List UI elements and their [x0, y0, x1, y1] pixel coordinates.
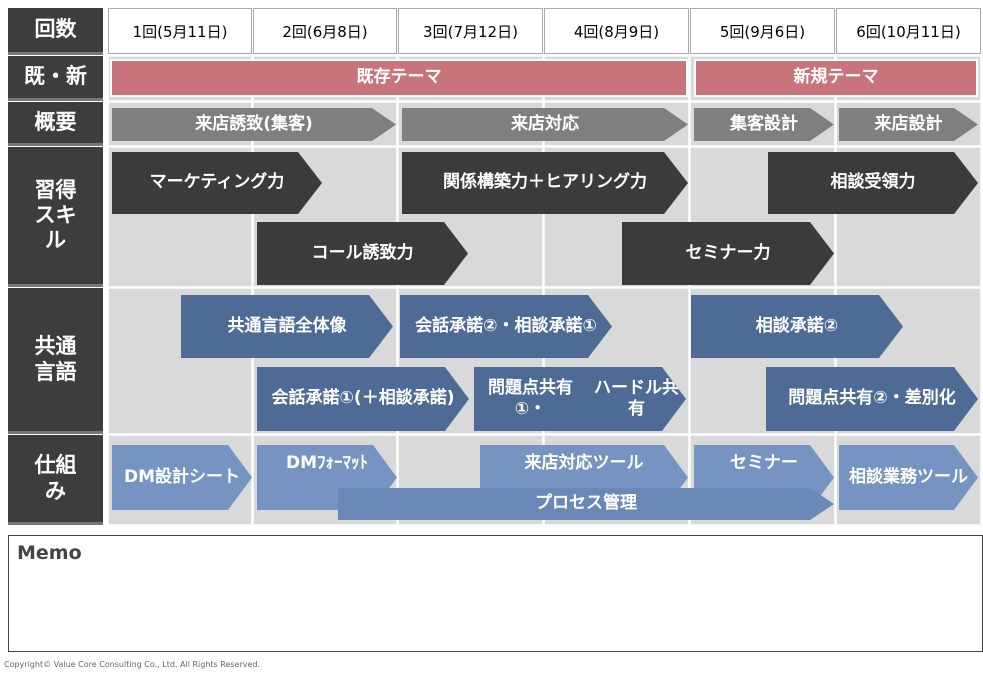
skill-marketing: マーケティング力 [112, 152, 322, 214]
row-header-status: 既・新 [8, 56, 103, 101]
system-process-management: プロセス管理 [338, 488, 834, 520]
lang-issue-sharing-1: 問題点共有①・ハードル共有 [474, 367, 686, 431]
lang-common-overview: 共通言語全体像 [181, 295, 393, 358]
session-header-6: 6回(10月11日) [836, 8, 981, 54]
system-consult-tool: 相談業務ツール [839, 445, 978, 510]
lang-issue-sharing-2: 問題点共有②・差別化 [766, 367, 978, 431]
row-header-overview: 概要 [8, 102, 103, 146]
lang-talk-consent-2: 会話承諾②・相談承諾① [400, 295, 612, 358]
session-header-3: 3回(7月12日) [398, 8, 543, 54]
row-header-language: 共通言語 [8, 288, 103, 434]
session-header-2: 2回(6月8日) [253, 8, 397, 54]
memo-box[interactable]: Memo [8, 535, 983, 652]
existing-theme-bar: 既存テーマ [110, 59, 688, 97]
session-header-4: 4回(8月9日) [544, 8, 689, 54]
overview-attraction-design: 集客設計 [694, 108, 834, 141]
skill-seminar: セミナー力 [622, 222, 834, 285]
lang-consult-consent-2: 相談承諾② [691, 295, 903, 358]
lang-talk-consent-1: 会話承諾①(＋相談承諾) [257, 367, 469, 431]
skill-consult-receive: 相談受領力 [768, 152, 978, 214]
overview-store-design: 来店設計 [839, 108, 978, 141]
system-dm-design-sheet: DM設計シート [112, 445, 252, 510]
skill-call-attraction: コール誘致力 [257, 222, 468, 285]
row-header-skills: 習得スキル [8, 147, 103, 287]
row-header-system: 仕組み [8, 435, 103, 525]
new-theme-bar: 新規テーマ [694, 59, 978, 97]
skill-relationship-hearing: 関係構築力＋ヒアリング力 [402, 152, 688, 214]
session-header-1: 1回(5月11日) [108, 8, 252, 54]
overview-store-attraction: 来店誘致(集客) [112, 108, 396, 141]
copyright-notice: Copyright© Value Core Consulting Co., Lt… [4, 660, 261, 669]
session-header-5: 5回(9月6日) [690, 8, 835, 54]
memo-label: Memo [17, 542, 82, 564]
overview-store-handling: 来店対応 [402, 108, 688, 141]
row-header-sessions: 回数 [8, 8, 103, 55]
